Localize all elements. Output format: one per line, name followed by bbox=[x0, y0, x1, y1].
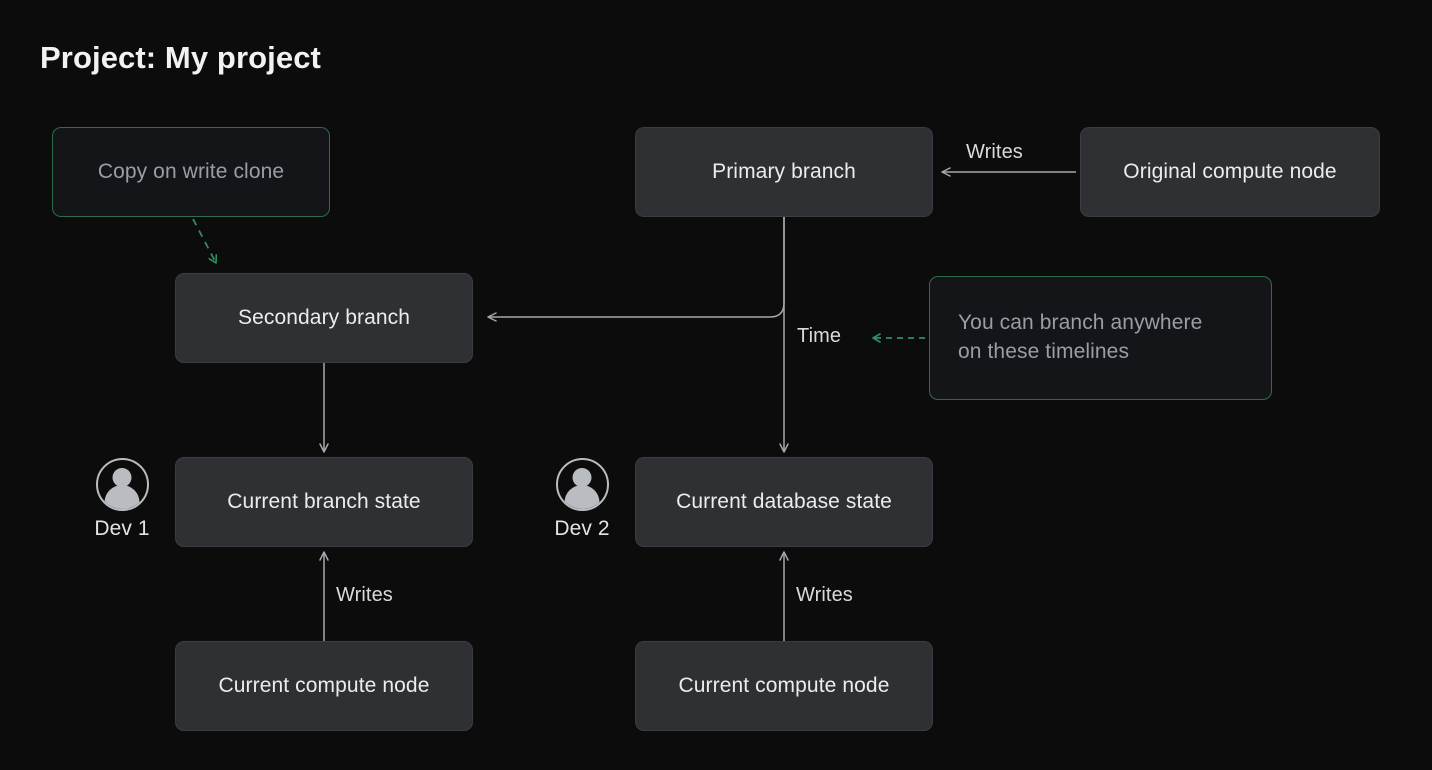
edge-label-writes-top: Writes bbox=[966, 141, 1023, 163]
annotation-branch-anywhere: You can branch anywhere on these timelin… bbox=[929, 276, 1272, 400]
avatar-head-shape bbox=[572, 468, 592, 487]
annotation-copy-on-write-clone-label: Copy on write clone bbox=[97, 159, 285, 183]
page-title: Project: My project bbox=[40, 40, 321, 75]
node-primary-branch-label: Primary branch bbox=[712, 160, 856, 183]
node-primary-branch[interactable]: Primary branch bbox=[635, 127, 933, 217]
person-avatar-icon bbox=[555, 458, 609, 511]
edge-clone-to-secondary-dashed bbox=[192, 218, 218, 264]
avatar-head-shape bbox=[112, 468, 132, 487]
edge-label-time: Time bbox=[797, 325, 842, 347]
avatar-dev-1-label: Dev 1 bbox=[94, 517, 150, 540]
node-current-compute-node-right[interactable]: Current compute node bbox=[635, 641, 933, 731]
node-secondary-branch[interactable]: Secondary branch bbox=[175, 273, 473, 363]
edge-primary-to-secondary bbox=[487, 216, 785, 322]
avatar-dev-1: Dev 1 bbox=[84, 458, 160, 541]
node-current-compute-node-left[interactable]: Current compute node bbox=[175, 641, 473, 731]
node-current-database-state-label: Current database state bbox=[676, 490, 892, 513]
node-current-branch-state[interactable]: Current branch state bbox=[175, 457, 473, 547]
node-current-compute-node-right-label: Current compute node bbox=[678, 674, 890, 697]
annotation-branch-anywhere-line-1: You can branch anywhere bbox=[958, 311, 1203, 335]
edge-label-writes-right: Writes bbox=[796, 584, 853, 606]
node-current-database-state[interactable]: Current database state bbox=[635, 457, 933, 547]
avatar-dev-2-label: Dev 2 bbox=[554, 517, 610, 540]
avatar-dev-2: Dev 2 bbox=[544, 458, 620, 541]
node-current-compute-node-left-label: Current compute node bbox=[218, 674, 430, 697]
annotation-copy-on-write-clone: Copy on write clone bbox=[52, 127, 330, 217]
node-original-compute-node-label: Original compute node bbox=[1123, 160, 1337, 183]
avatar-body-shape bbox=[564, 485, 600, 509]
person-avatar-icon bbox=[95, 458, 149, 511]
edge-label-writes-left: Writes bbox=[336, 584, 393, 606]
node-secondary-branch-label: Secondary branch bbox=[237, 306, 411, 329]
annotation-branch-anywhere-line-2: on these timelines bbox=[958, 340, 1130, 363]
node-current-branch-state-label: Current branch state bbox=[227, 490, 421, 513]
avatar-body-shape bbox=[104, 485, 140, 509]
node-original-compute-node[interactable]: Original compute node bbox=[1080, 127, 1380, 217]
